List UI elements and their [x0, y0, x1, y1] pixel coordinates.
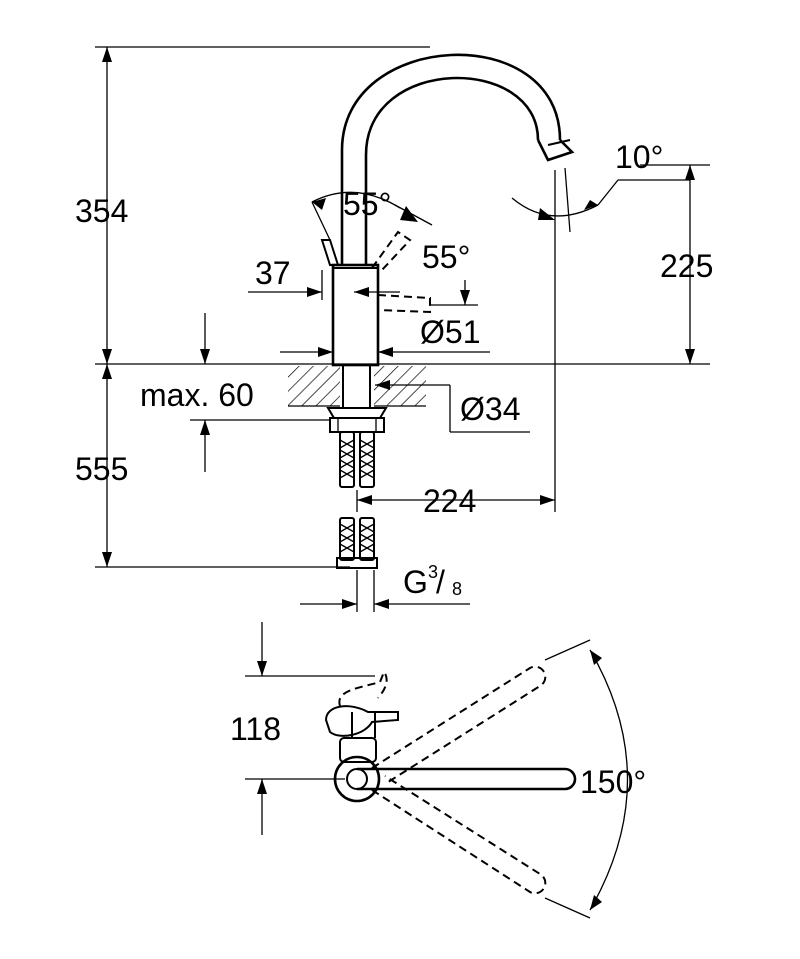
- countertop-section: [288, 366, 426, 407]
- reference-lines: [95, 46, 710, 568]
- body-diameter-label: Ø51: [420, 314, 480, 350]
- total-height-label: 354: [75, 193, 128, 229]
- below-counter-label: 555: [75, 451, 128, 487]
- lever-offset-label: 37: [255, 255, 291, 291]
- dimension-body-diameter: Ø51: [280, 314, 490, 357]
- thread-slash: /: [436, 564, 445, 600]
- dimension-lever-angle-side: 55°: [422, 239, 478, 306]
- hole-diameter-label: Ø34: [460, 391, 520, 427]
- lever-angle-top-label: 55°: [343, 186, 391, 222]
- dimension-thread: G 3 / 8: [300, 562, 470, 612]
- dimension-below-counter: 555: [75, 364, 128, 567]
- lever-angle-side-label: 55°: [422, 239, 470, 275]
- spout: [340, 53, 575, 265]
- spout-height-label: 225: [660, 248, 713, 284]
- dimension-lever-angle-top: 55°: [311, 186, 433, 241]
- dimension-hole-diameter: Ø34: [375, 380, 530, 433]
- plan-offset-label: 118: [230, 711, 281, 747]
- max-counter-label: max. 60: [140, 377, 254, 413]
- thread-numerator: 3: [428, 562, 438, 582]
- thread-denominator: 8: [452, 579, 462, 599]
- dimension-total-height: 354: [75, 47, 128, 364]
- dimension-spout-height: 225: [660, 165, 713, 364]
- supply-hoses: [336, 431, 378, 569]
- lever: [320, 230, 431, 314]
- spout-reach-label: 224: [423, 483, 476, 519]
- swivel-angle-label: 150°: [580, 764, 646, 800]
- dimension-spout-reach: 224: [356, 483, 555, 519]
- dimension-lever-offset: 37: [248, 255, 400, 300]
- plan-view: 118 150°: [230, 622, 646, 919]
- dimension-spout-angle: 10°: [511, 139, 690, 233]
- thread-g-label: G: [403, 564, 428, 600]
- spout-angle-label: 10°: [615, 139, 663, 175]
- faucet-body: [326, 263, 388, 433]
- dimension-max-counter: max. 60: [140, 313, 254, 472]
